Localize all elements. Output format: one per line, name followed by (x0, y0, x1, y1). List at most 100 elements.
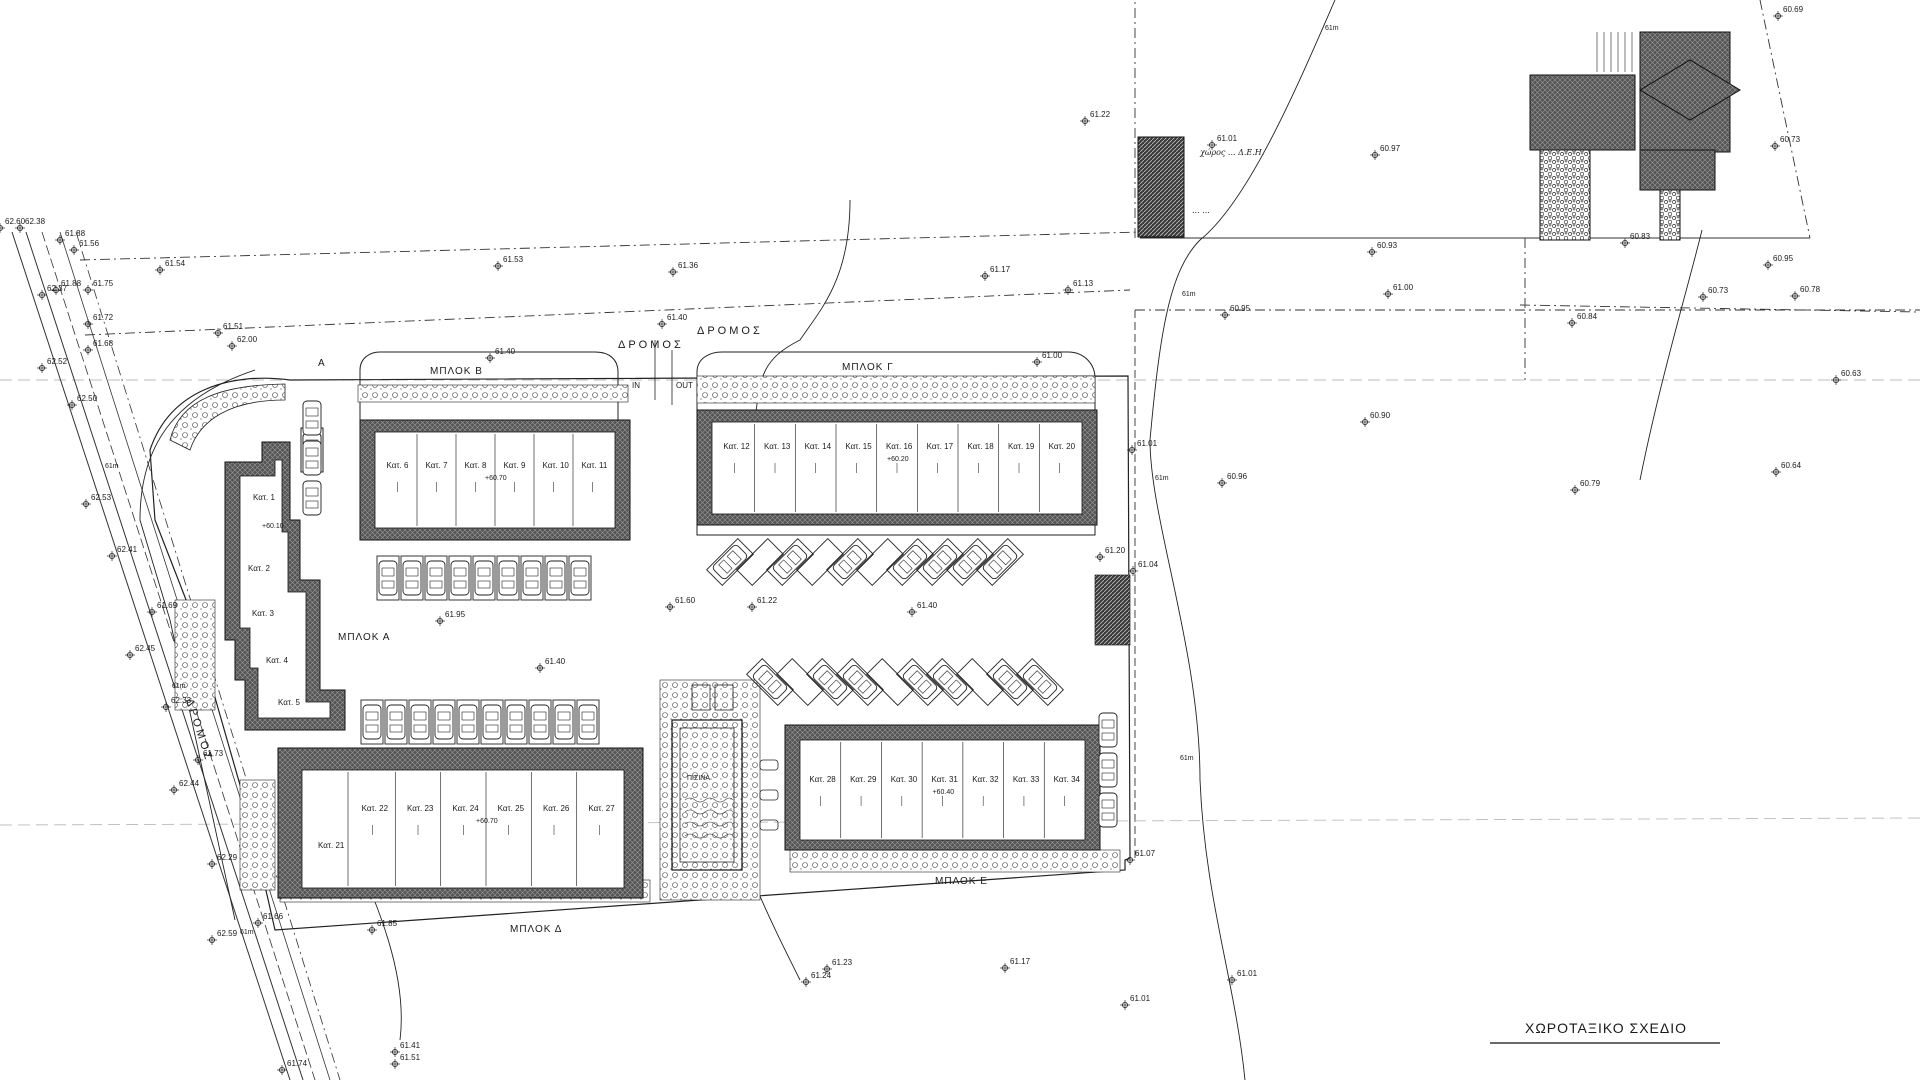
spot-elevation-marker (484, 352, 496, 364)
car-icon (506, 704, 526, 740)
spot-elevation-value: 62.33 (171, 696, 192, 705)
spot-elevation-value: 60.79 (1580, 479, 1601, 488)
car-icon (522, 560, 542, 596)
spot-elevation-value: 61.00 (1042, 351, 1063, 360)
spot-elevation-value: 61.68 (93, 339, 114, 348)
car-icon (570, 560, 590, 596)
spot-elevation-value: 60.73 (1780, 135, 1801, 144)
spot-elevation-marker (1772, 10, 1784, 22)
spot-elevation-value: 60.96 (1227, 472, 1248, 481)
unit-label: Κατ. 1 (253, 493, 275, 502)
site-outline (139, 369, 1131, 931)
entrance-out: OUT (676, 381, 693, 390)
spot-elevation-marker (1762, 259, 1774, 271)
spot-elevation-marker (124, 649, 136, 661)
spot-elevation-marker (206, 858, 218, 870)
car-icon (1098, 752, 1118, 788)
spot-elevation-marker (979, 270, 991, 282)
spot-elevation-value: 61.69 (157, 601, 178, 610)
unit-label: Κατ. 21 (318, 841, 345, 850)
block-elevation: +60.10 (262, 523, 284, 530)
spot-elevation-marker (82, 344, 94, 356)
unit-label: Κατ. 9 (504, 461, 526, 470)
spot-elevation-value: 62.00 (237, 335, 258, 344)
road-label-north: ΔΡΟΜΟΣ (618, 339, 684, 351)
spot-elevation-marker (1830, 374, 1842, 386)
spot-elevation-value: 61.13 (1073, 279, 1094, 288)
spot-elevation-value: 61.17 (990, 265, 1011, 274)
note-deh: χώρος ... Δ.Ε.Η. (1199, 148, 1264, 157)
parking-slot (956, 658, 1004, 706)
spot-elevation-marker (1566, 317, 1578, 329)
car-icon (546, 560, 566, 596)
spot-elevation-value: 60.97 (1380, 144, 1401, 153)
car-icon (554, 704, 574, 740)
spot-elevation-marker (1697, 291, 1709, 303)
parking-slot (866, 658, 914, 706)
car-icon (951, 543, 989, 581)
spot-elevation-marker (1079, 115, 1091, 127)
contour-label: 61m (1182, 291, 1196, 298)
unit-label: Κατ. 24 (452, 804, 479, 813)
unit-label: Κατ. 31 (932, 775, 959, 784)
car-icon (386, 704, 406, 740)
spot-elevation-value: 61.51 (223, 322, 244, 331)
spot-elevation-marker (1619, 237, 1631, 249)
spot-elevation-value: 61.40 (667, 313, 688, 322)
block-a-label: ΜΠΛΟΚ Α (338, 632, 390, 643)
unit-label: Κατ. 32 (972, 775, 999, 784)
car-icon (474, 560, 494, 596)
unit-label: Κατ. 22 (362, 804, 389, 813)
spot-elevation-marker (106, 550, 118, 562)
unit-label: Κατ. 19 (1008, 442, 1035, 451)
car-icon (711, 543, 749, 581)
unit-label: Κατ. 11 (582, 461, 608, 470)
spot-elevation-value: 60.93 (1377, 241, 1398, 250)
unit-label: Κατ. 34 (1054, 775, 1081, 784)
block-elevation: +60.20 (887, 456, 909, 463)
parking-slot (776, 658, 824, 706)
spot-elevation-marker (66, 399, 78, 411)
spot-elevation-value: 61.01 (1237, 969, 1258, 978)
car-icon (1021, 663, 1059, 701)
car-icon (498, 560, 518, 596)
spot-elevation-marker (1127, 565, 1139, 577)
car-icon (578, 704, 598, 740)
spot-elevation-value: 61.01 (1217, 134, 1238, 143)
spot-elevation-marker (534, 662, 546, 674)
existing-building (1137, 31, 1741, 241)
spot-elevation-value: 61.07 (1135, 849, 1156, 858)
spot-elevation-value: 61.72 (93, 313, 114, 322)
car-icon (362, 704, 382, 740)
spot-elevation-marker (80, 498, 92, 510)
parking-slot (796, 538, 844, 586)
unit-label: Κατ. 13 (764, 442, 791, 451)
car-icon (841, 663, 879, 701)
spot-elevation-marker (1219, 309, 1231, 321)
unit-label: Κατ. 16 (886, 442, 913, 451)
spot-elevation-value: 60.95 (1230, 304, 1251, 313)
block-delta-label: ΜΠΛΟΚ Δ (510, 924, 562, 935)
spot-elevation-value: 61.74 (287, 1059, 308, 1068)
spot-elevation-marker (1789, 290, 1801, 302)
car-icon (458, 704, 478, 740)
car-icon (410, 704, 430, 740)
car-icon (530, 704, 550, 740)
note-2: ... ... (1192, 206, 1210, 215)
unit-label: Κατ. 28 (809, 775, 836, 784)
spot-elevation-value: 61.24 (811, 971, 832, 980)
car-icon (901, 663, 939, 701)
block-elevation: +60.70 (485, 475, 507, 482)
contour-label: 61m (105, 463, 119, 470)
contour-label: 61m (172, 683, 186, 690)
unit-label: Κατ. 18 (967, 442, 994, 451)
spot-elevation-value: 62.50 (77, 394, 98, 403)
spot-elevation-value: 61.54 (165, 259, 186, 268)
spot-elevation-marker (1062, 284, 1074, 296)
unit-label: Κατ. 12 (723, 442, 750, 451)
entrance-in: IN (632, 381, 640, 390)
spot-elevation-value: 61.22 (757, 596, 778, 605)
spot-elevation-value: 61.23 (832, 958, 853, 967)
